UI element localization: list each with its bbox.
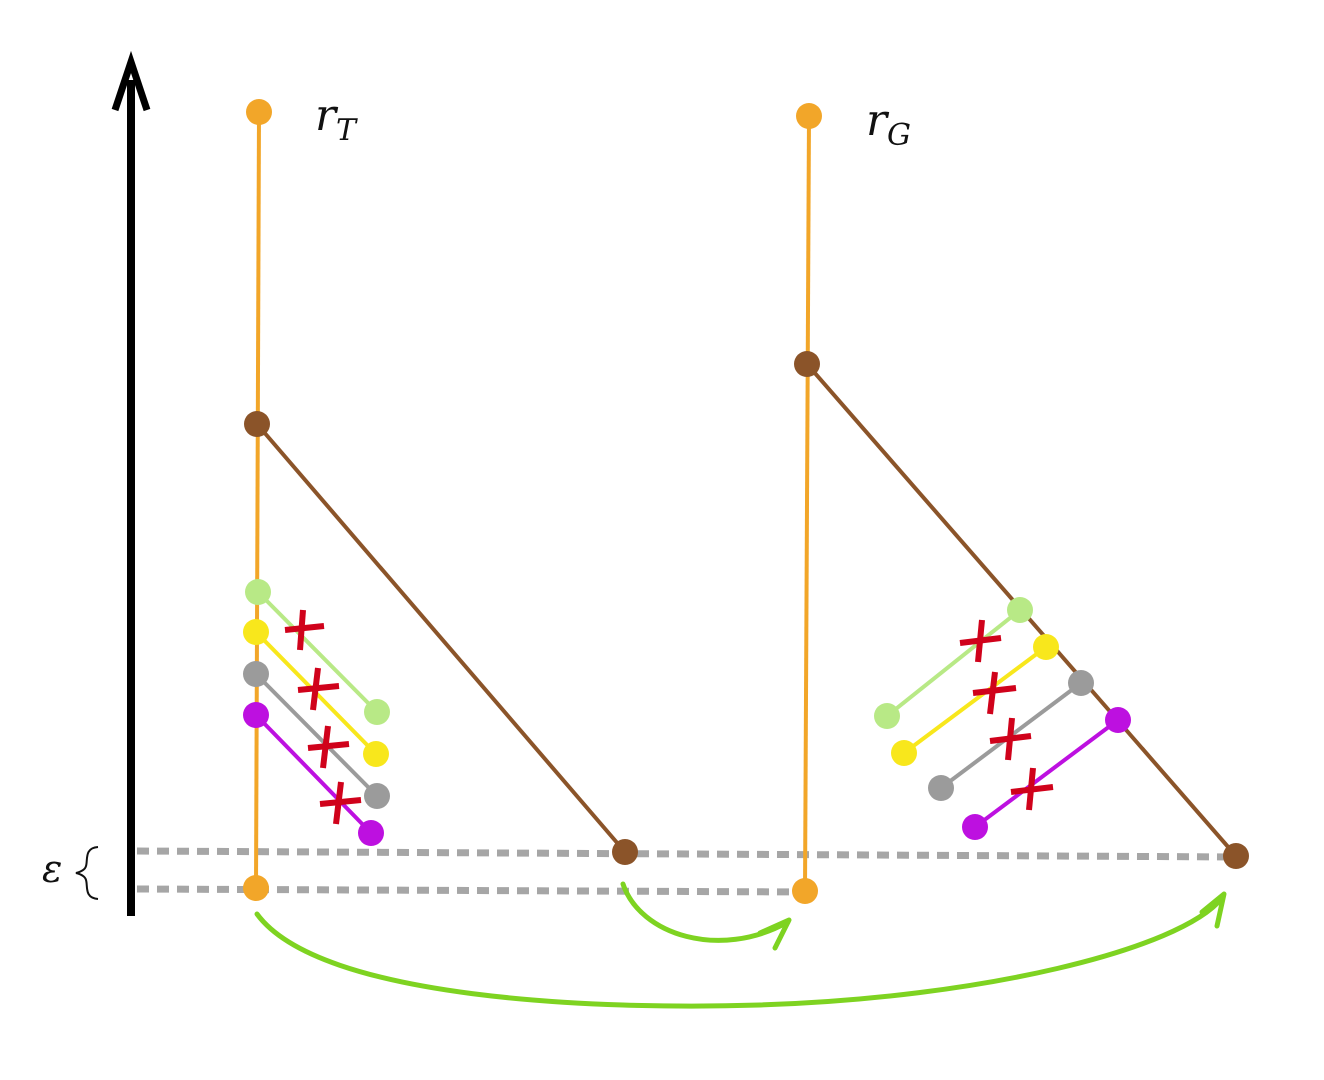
tree-g-magenta-leaf	[962, 814, 988, 840]
epsilon-upper-line	[136, 847, 1241, 861]
tree-g-yellow-leaf	[891, 740, 917, 766]
tree-t-branch-magenta	[254, 713, 373, 835]
tree-g-gray-leaf	[928, 775, 954, 801]
tree-g-root-node	[796, 103, 822, 129]
cross-icon	[989, 717, 1032, 761]
tree-g-light-green-leaf	[874, 703, 900, 729]
tree-t-light-green-node	[245, 579, 271, 605]
tree-t-root-node	[246, 99, 272, 125]
tree-g-magenta-node	[1105, 707, 1131, 733]
mapping-arrows	[254, 881, 1227, 1009]
long-arrowhead-icon	[1199, 891, 1227, 929]
long-mapping-arrow	[254, 895, 1225, 1009]
epsilon-lower-line	[136, 885, 806, 896]
cross-icon	[972, 671, 1017, 715]
epsilon-label: ε	[42, 847, 62, 891]
tree-t-yellow-node	[243, 619, 269, 645]
tree-t-brown-node	[244, 411, 270, 437]
tree-t-yellow-leaf	[363, 741, 389, 767]
tree-g-trunk	[803, 115, 811, 892]
cross-icon	[319, 781, 362, 825]
tree-g-light-green-node	[1007, 597, 1033, 623]
tree-t-gray-node	[243, 661, 269, 687]
cross-icon	[307, 725, 350, 769]
tree-t-brown-leaf	[612, 839, 638, 865]
cross-icon	[297, 667, 340, 711]
tree-t-brown-branch	[255, 422, 627, 854]
tree-g-gray-node	[1068, 670, 1094, 696]
tree-t-trunk-leaf	[243, 875, 269, 901]
epsilon-guides	[136, 847, 1241, 896]
tree-g-brown-node	[794, 351, 820, 377]
cross-icon	[284, 609, 325, 651]
tree-g-trunk-leaf	[792, 878, 818, 904]
tree-t-magenta-node	[243, 702, 269, 728]
axis-arrowhead-icon	[111, 50, 151, 112]
tree-t-root-label: rT	[315, 90, 358, 148]
tree-g-crosses	[959, 619, 1054, 811]
tree-g-branch-light-green	[885, 608, 1022, 718]
tree-t-gray-leaf	[364, 783, 390, 809]
tree-t-magenta-leaf	[358, 820, 384, 846]
tree-g: rG	[792, 95, 1249, 904]
tree-g-brown-leaf	[1223, 843, 1249, 869]
tree-g-branch-magenta	[973, 718, 1120, 829]
short-arrowhead-icon	[757, 917, 792, 951]
tree-t: rT	[243, 90, 638, 901]
time-axis	[111, 50, 151, 916]
tree-t-branch-light-green	[256, 590, 379, 714]
tree-g-yellow-node	[1033, 634, 1059, 660]
tree-t-light-green-leaf	[364, 699, 390, 725]
tree-g-root-label: rG	[866, 95, 911, 153]
cross-icon	[959, 619, 1002, 663]
cross-icon	[1010, 767, 1054, 811]
brace-icon	[75, 846, 99, 900]
tree-t-branch-gray	[254, 672, 379, 798]
epsilon-annotation: ε	[42, 846, 99, 900]
tree-t-crosses	[284, 609, 362, 825]
tree-g-branch-yellow	[902, 645, 1048, 755]
tree-t-trunk	[254, 111, 261, 889]
